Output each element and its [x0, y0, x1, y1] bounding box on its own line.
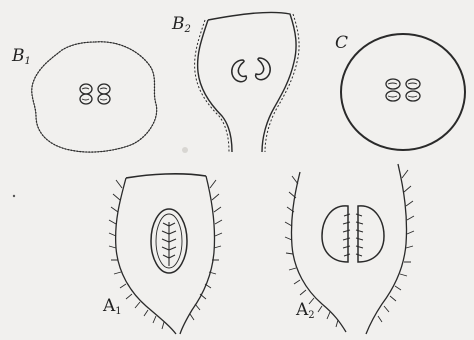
paper-speck — [182, 147, 188, 153]
b1-outline — [32, 42, 157, 152]
a1-top — [126, 174, 206, 178]
label-b2-subscript: 2 — [185, 24, 191, 35]
label-b2: B2 — [172, 16, 191, 35]
c-outline — [341, 34, 465, 150]
label-a1-subscript: 1 — [115, 306, 121, 317]
specimen-b2 — [195, 12, 299, 152]
b1-seeds — [80, 84, 110, 104]
a2-locules — [322, 206, 384, 262]
specimen-a1 — [109, 174, 222, 334]
b2-seeds — [232, 58, 270, 82]
specimen-c — [341, 34, 465, 150]
label-b1-letter: B — [12, 46, 25, 66]
a1-left-wall — [116, 178, 176, 334]
specimen-b1 — [32, 42, 157, 152]
label-b1-subscript: 1 — [25, 56, 31, 67]
paper-speck — [13, 195, 15, 197]
label-a2: A2 — [296, 302, 315, 321]
label-a1: A1 — [103, 298, 122, 317]
b2-outline — [198, 12, 296, 152]
label-a2-letter: A — [296, 300, 308, 320]
a1-ovule-column — [162, 222, 176, 266]
label-b2-letter: B — [172, 14, 185, 34]
c-seeds — [386, 79, 420, 101]
label-b1: B1 — [12, 48, 31, 67]
label-a2-subscript: 2 — [308, 310, 314, 321]
label-c: C — [335, 35, 348, 52]
label-c-letter: C — [335, 33, 348, 53]
label-a1-letter: A — [103, 296, 115, 316]
